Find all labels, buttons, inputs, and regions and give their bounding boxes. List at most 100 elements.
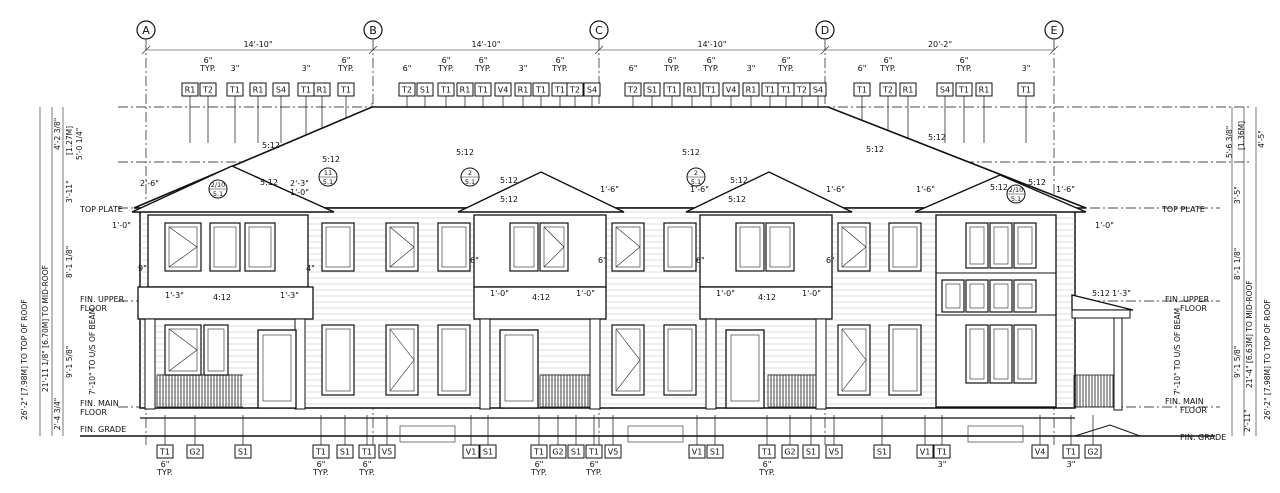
material-tag-note: TYP. [663,64,680,73]
dim-1-3-left: 1'-3" [165,291,184,300]
material-tag-label: V1 [692,448,703,457]
material-tag-label: T1 [1020,86,1031,95]
svg-text:11: 11 [324,169,332,177]
right-roof-mid: 5'-6 3/8" [1225,126,1234,158]
window [941,279,965,313]
material-tag-label: T1 [159,448,170,457]
dim-6-c: 6" [696,256,705,265]
material-tag-label: V5 [608,448,619,457]
dim-1-0-left: 1'-0" [112,221,131,230]
material-tag-note: 6" [763,460,772,469]
svg-text:5.1: 5.1 [691,178,701,186]
material-tag: T26"TYP. [879,56,897,143]
window [244,222,276,272]
material-tag-label: T1 [340,86,351,95]
window [539,222,569,272]
dim-1-3-side: 1'-3" [1112,289,1131,298]
material-tag: S1 [479,415,497,459]
left-roof-metric: [1.27M] [65,126,74,155]
material-tag: T13" [933,415,951,469]
window [888,324,922,396]
material-tag: T16"TYP. [437,56,455,143]
window [321,324,355,396]
material-tag: T16"TYP. [585,415,603,477]
material-tag: G2 [1084,415,1102,459]
material-tag-note: 6" [535,460,544,469]
window [164,324,202,376]
material-tag-note: 6" [707,56,716,65]
dim-1-0-porch-1: 1'-0" [490,289,509,298]
window [837,324,871,396]
material-tag-label: T1 [533,448,544,457]
material-tag-label: T1 [780,86,791,95]
material-tag-label: S4 [587,86,597,95]
material-tag-label: G2 [189,448,200,457]
material-tag: R13" [514,64,532,143]
porches [137,286,1134,411]
material-tag-label: S1 [571,448,581,457]
material-tag-note: 3" [747,64,756,73]
pitch-label-14: 5:12 [1092,289,1110,298]
material-tag-label: R1 [979,86,990,95]
left-beam-dim: 7'-10" TO U/S OF BEAM [88,308,97,395]
material-tag-label: S1 [806,448,816,457]
dim-4: 4" [306,264,315,273]
material-tag-note: 3" [938,460,947,469]
dim-1-6-d: 1'-6" [916,185,935,194]
material-tag-label: S1 [238,448,248,457]
span-b-c: 14'-10" [471,40,500,49]
material-tag: V1 [688,415,706,459]
span-d-e: 20'-2" [928,40,952,49]
grid-bubble-d: D [815,20,835,40]
material-tag-note: 6" [204,56,213,65]
material-tag-note: 3" [231,64,240,73]
material-tag: R1 [181,82,199,143]
pitch-label-4: 5:12 [682,148,700,157]
material-tag-note: 6" [858,64,867,73]
right-overall-roof: 26'-2" [7.98M] TO TOP OF ROOF [1263,299,1272,420]
window [385,324,419,396]
material-tag: T16"TYP. [312,415,330,477]
material-tag-label: T1 [761,448,772,457]
dim-1-0-porch-3: 1'-0" [716,289,735,298]
material-tag-note: TYP. [955,64,972,73]
floor-main-label-left: FLOOR [80,408,107,417]
material-tag-label: T1 [666,86,677,95]
material-tag: G2 [781,415,799,459]
pitch-label-porch-2: 4:12 [532,293,550,302]
material-tag: T16"TYP. [530,415,548,477]
svg-text:2: 2 [468,169,472,177]
windows [164,222,1037,396]
window [735,222,765,272]
material-tag-label: R1 [317,86,328,95]
pitch-label-12: 5:12 [990,183,1008,192]
material-tag-label: V1 [920,448,931,457]
window [965,324,989,384]
material-tag-label: T1 [764,86,775,95]
span-c-d: 14'-10" [697,40,726,49]
svg-text:2/10: 2/10 [211,181,226,189]
material-tag-label: T1 [588,448,599,457]
pitch-label-10: 5:12 [730,176,748,185]
pitch-label-6: 5:12 [928,133,946,142]
right-grade-dim: 2'-11" [1243,409,1252,432]
material-tag-label: T1 [856,86,867,95]
right-overall-mid: 21'-4" [6.63M] TO MID-ROOF [1245,280,1254,388]
material-tag-label: T1 [440,86,451,95]
material-tag-note: 6" [317,460,326,469]
material-tag: S1 [802,415,820,459]
material-tag-note: TYP. [702,64,719,73]
material-tag-note: TYP. [474,64,491,73]
fin-grade-label-right: FIN. GRADE [1180,433,1226,442]
material-tag: S4 [936,82,954,143]
window [888,222,922,272]
material-tag-note: 6" [363,460,372,469]
right-main-dim: 9'-1 5/8" [1233,346,1242,378]
material-tag-note: TYP. [551,64,568,73]
material-tag-note: 6" [782,56,791,65]
foundation [140,417,1160,443]
material-tag-note: 3" [519,64,528,73]
material-tag: T13" [1017,64,1035,143]
material-tag-note: TYP. [312,468,329,477]
material-tag-note: 6" [960,56,969,65]
